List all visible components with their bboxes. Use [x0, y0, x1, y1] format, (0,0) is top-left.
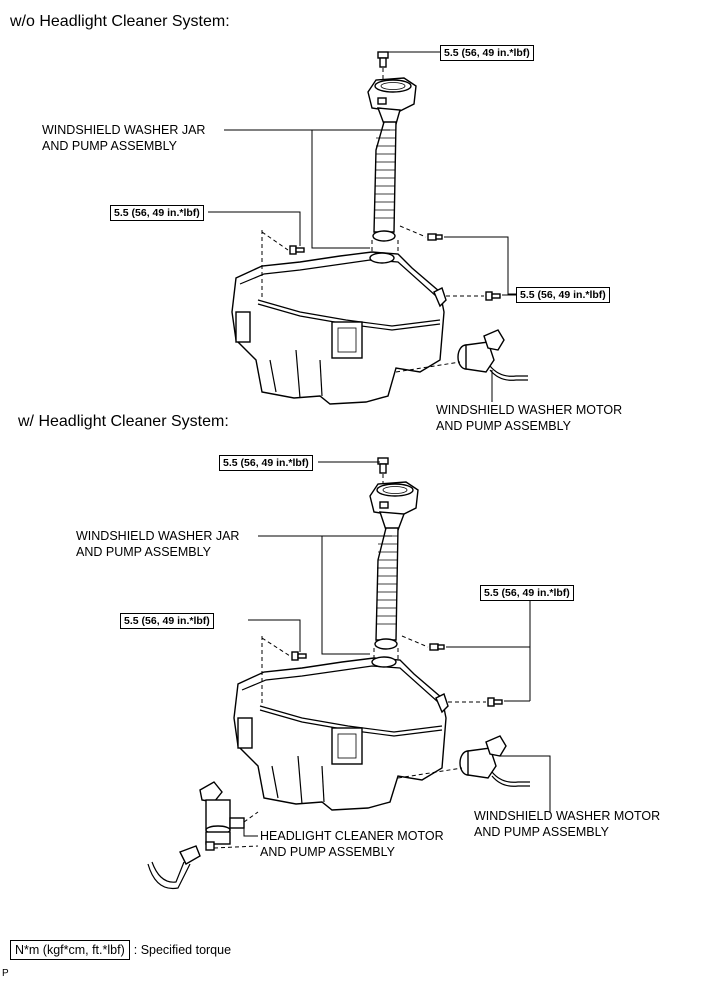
section2-washer-motor [459, 735, 530, 787]
section2-filler-neck [369, 481, 419, 531]
section2-bolt-left [291, 651, 307, 661]
section1-bolt-top [377, 51, 389, 68]
section2-assembly-drawing [147, 457, 551, 890]
section2-torque-top: 5.5 (56, 49 in.*lbf) [219, 455, 313, 471]
section1-motor-label-line2: AND PUMP ASSEMBLY [436, 419, 571, 433]
section2-headlight-cleaner-motor [147, 781, 245, 890]
section2-bolt-top [377, 457, 389, 474]
section1-filler-neck [367, 77, 417, 125]
section2-headlight-label-line1: HEADLIGHT CLEANER MOTOR [260, 829, 444, 843]
section2-motor-label-line1: WINDSHIELD WASHER MOTOR [474, 809, 661, 823]
section2-motor-label: WINDSHIELD WASHER MOTOR AND PUMP ASSEMBL… [474, 808, 660, 840]
section2-jar-label: WINDSHIELD WASHER JAR AND PUMP ASSEMBLY [76, 528, 239, 560]
section1-heading: w/o Headlight Cleaner System: [10, 13, 230, 30]
section1-bolt-right-upper [427, 233, 443, 241]
section1-jar-label: WINDSHIELD WASHER JAR AND PUMP ASSEMBLY [42, 122, 205, 154]
legend-unit-box: N*m (kgf*cm, ft.*lbf) [10, 940, 130, 960]
section1-motor-label-line1: WINDSHIELD WASHER MOTOR [436, 403, 623, 417]
section2-bolt-right-lower [487, 697, 503, 707]
section1-torque-left: 5.5 (56, 49 in.*lbf) [110, 205, 204, 221]
section1-assembly-drawing [208, 51, 528, 405]
section2-heading: w/ Headlight Cleaner System: [18, 413, 229, 430]
section2-jar-label-line2: AND PUMP ASSEMBLY [76, 545, 211, 559]
legend-description: : Specified torque [133, 943, 232, 957]
torque-legend: N*m (kgf*cm, ft.*lbf) : Specified torque [10, 940, 231, 960]
section2-motor-label-line2: AND PUMP ASSEMBLY [474, 825, 609, 839]
section1-torque-right: 5.5 (56, 49 in.*lbf) [516, 287, 610, 303]
section1-torque-top: 5.5 (56, 49 in.*lbf) [440, 45, 534, 61]
section2-headlight-label: HEADLIGHT CLEANER MOTOR AND PUMP ASSEMBL… [260, 828, 444, 860]
section2-torque-right: 5.5 (56, 49 in.*lbf) [480, 585, 574, 601]
section2-bolt-right-upper [429, 643, 445, 651]
footer-code: P [2, 968, 9, 979]
section2-filler-hose [374, 527, 399, 650]
section1-jar-label-line2: AND PUMP ASSEMBLY [42, 139, 177, 153]
section1-bolt-right-lower [485, 291, 501, 301]
section2-jar-label-line1: WINDSHIELD WASHER JAR [76, 529, 240, 543]
section1-jar-label-line1: WINDSHIELD WASHER JAR [42, 123, 206, 137]
section1-bolt-left [289, 245, 305, 255]
section1-motor-label: WINDSHIELD WASHER MOTOR AND PUMP ASSEMBL… [436, 402, 622, 434]
section1-washer-motor [457, 329, 528, 381]
section2-torque-left: 5.5 (56, 49 in.*lbf) [120, 613, 214, 629]
section1-filler-hose [372, 121, 397, 242]
section2-washer-tank [233, 656, 449, 811]
section1-washer-tank [231, 251, 447, 405]
section2-headlight-label-line2: AND PUMP ASSEMBLY [260, 845, 395, 859]
